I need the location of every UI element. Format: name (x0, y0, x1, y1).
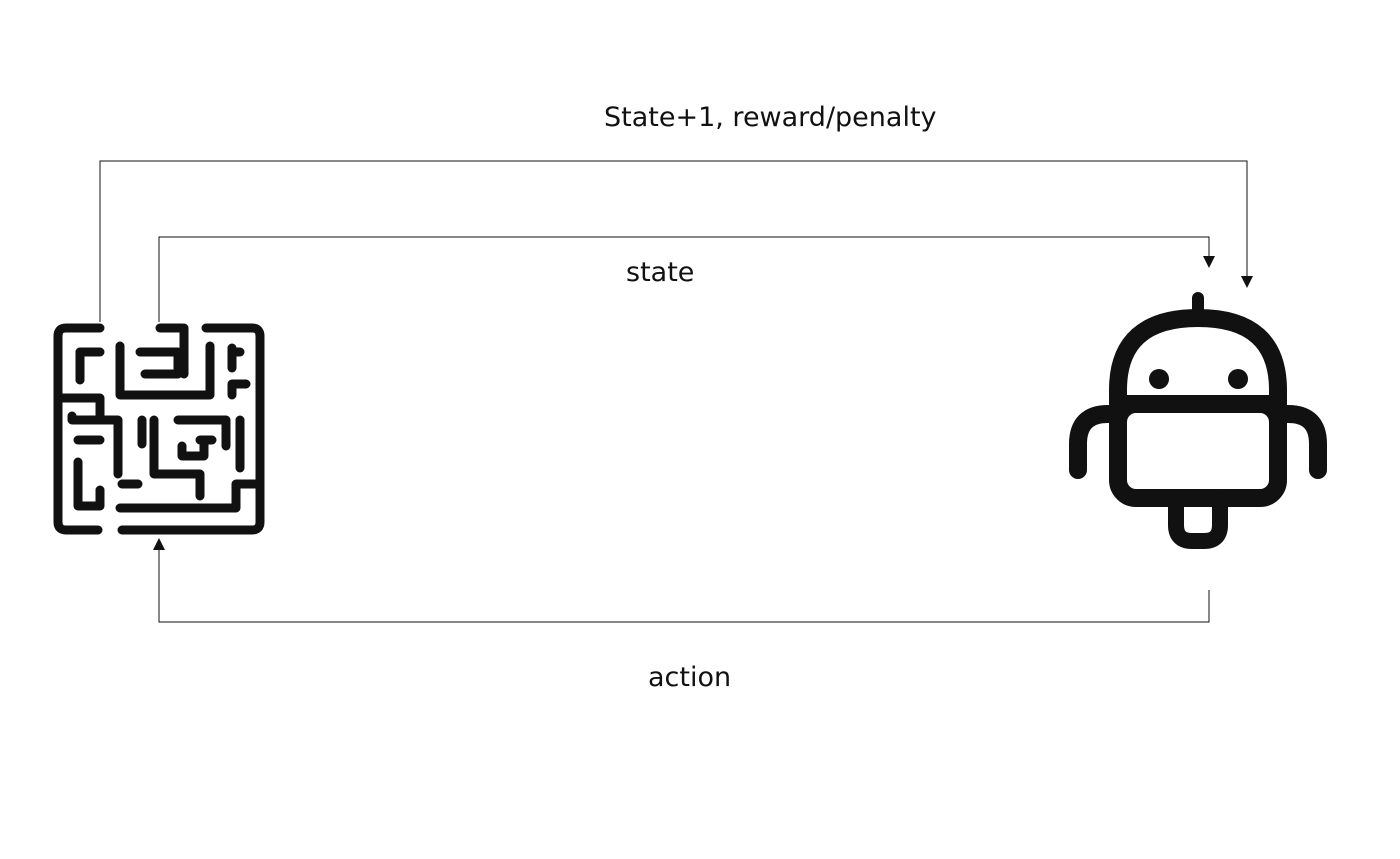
action-arrow (153, 538, 1210, 623)
reward-feedback-arrow (99, 160, 1253, 322)
action-label: action (648, 662, 732, 693)
state-label: state (626, 257, 695, 288)
robot-icon (1069, 292, 1327, 549)
maze-icon (53, 323, 265, 535)
state-arrow (158, 236, 1215, 322)
reward-feedback-label: State+1, reward/penalty (604, 102, 937, 133)
